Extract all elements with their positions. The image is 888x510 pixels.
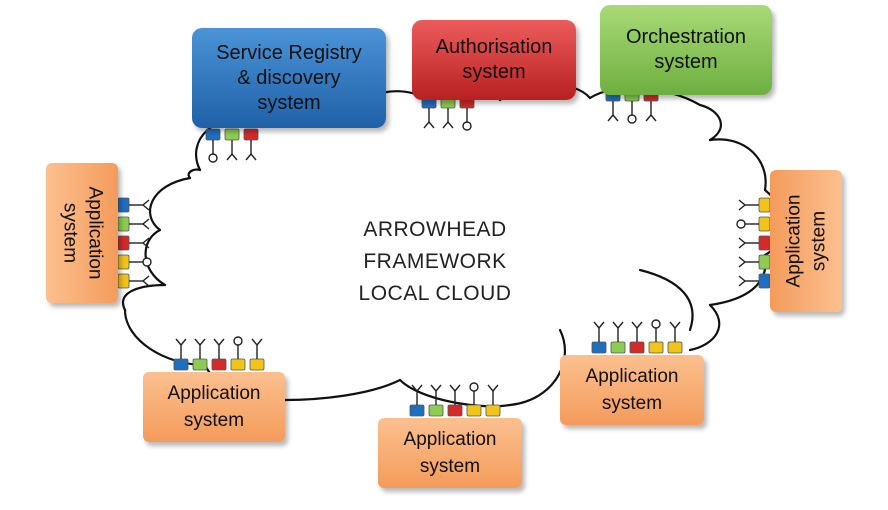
port-green (428, 404, 444, 417)
port-blue (591, 341, 607, 354)
port-green (224, 128, 240, 141)
port-yellow (117, 254, 130, 270)
port-red (211, 358, 227, 371)
authorisation-connectors (421, 96, 475, 131)
port-yellow (648, 341, 664, 354)
app-left-connectors (117, 197, 152, 289)
port-yellow (466, 404, 482, 417)
port-blue (117, 197, 130, 213)
consume-symbol-icon (213, 338, 225, 347)
consume-symbol-icon (487, 384, 499, 393)
provide-symbol-icon (469, 382, 479, 392)
authorisation-box[interactable]: Authorisation system (412, 20, 576, 100)
consume-symbol-icon (141, 199, 150, 211)
port-red (447, 404, 463, 417)
application-system-right[interactable]: Application system (770, 170, 842, 312)
port-yellow (117, 273, 130, 289)
app-bottom-center-connectors (409, 382, 501, 417)
port-green (117, 216, 130, 232)
consume-symbol-icon (141, 275, 150, 287)
cloud-title-line-2: FRAMEWORK (363, 250, 507, 273)
application-system-bottom-right-label: Application system (585, 366, 679, 414)
application-system-bottom-left-label: Application system (167, 383, 261, 431)
consume-symbol-icon (411, 384, 423, 393)
consume-symbol-icon (141, 237, 150, 249)
port-blue (409, 404, 425, 417)
port-yellow (667, 341, 683, 354)
consume-symbol-icon (738, 256, 747, 268)
consume-symbol-icon (423, 120, 435, 129)
consume-symbol-icon (738, 275, 747, 287)
consume-symbol-icon (251, 338, 263, 347)
consume-symbol-icon (612, 321, 624, 330)
port-red (243, 128, 259, 141)
application-system-bottom-center[interactable]: Application system (378, 418, 522, 488)
service-registry-box[interactable]: Service Registry & discovery system (192, 28, 386, 128)
consume-symbol-icon (194, 338, 206, 347)
authorisation-label: Authorisation system (435, 36, 553, 83)
port-green (192, 358, 208, 371)
port-red (117, 235, 130, 251)
application-system-bottom-right[interactable]: Application system (560, 355, 704, 425)
application-system-bottom-center-label: Application system (403, 429, 497, 477)
consume-symbol-icon (226, 152, 238, 161)
port-blue (173, 358, 189, 371)
port-yellow (249, 358, 265, 371)
port-yellow (485, 404, 501, 417)
app-right-connectors (736, 197, 771, 289)
provide-symbol-icon (233, 336, 243, 346)
cloud-title-line-1: ARROWHEAD (363, 218, 507, 241)
provide-symbol-icon (736, 219, 746, 229)
consume-symbol-icon (245, 152, 257, 161)
consume-symbol-icon (175, 338, 187, 347)
port-yellow (758, 216, 771, 232)
application-system-bottom-left[interactable]: Application system (143, 372, 285, 442)
orchestration-label: Orchestration system (625, 26, 747, 73)
consume-symbol-icon (593, 321, 605, 330)
consume-symbol-icon (645, 113, 657, 122)
provide-symbol-icon (651, 319, 661, 329)
port-blue (205, 128, 221, 141)
provide-symbol-icon (142, 257, 152, 267)
consume-symbol-icon (738, 199, 747, 211)
app-bottom-left-connectors (173, 336, 265, 371)
cloud-title-line-3: LOCAL CLOUD (358, 282, 512, 305)
consume-symbol-icon (607, 113, 619, 122)
application-system-right-label: Application system (783, 194, 830, 288)
consume-symbol-icon (631, 321, 643, 330)
orchestration-box[interactable]: Orchestration system (600, 5, 772, 95)
cloud-title: ARROWHEAD FRAMEWORK LOCAL CLOUD (315, 214, 555, 310)
consume-symbol-icon (430, 384, 442, 393)
provide-symbol-icon (627, 114, 637, 124)
consume-symbol-icon (669, 321, 681, 330)
port-green (610, 341, 626, 354)
consume-symbol-icon (141, 218, 150, 230)
application-system-left[interactable]: Application system (46, 163, 118, 303)
service-registry-label: Service Registry & discovery system (216, 41, 362, 114)
port-green (758, 254, 771, 270)
port-yellow (758, 197, 771, 213)
consume-symbol-icon (442, 120, 454, 129)
port-red (758, 235, 771, 251)
app-bottom-right-connectors (591, 319, 683, 354)
port-blue (758, 273, 771, 289)
provide-symbol-icon (462, 121, 472, 131)
port-yellow (230, 358, 246, 371)
application-system-left-label: Application system (59, 186, 106, 280)
consume-symbol-icon (738, 237, 747, 249)
provide-symbol-icon (208, 153, 218, 163)
consume-symbol-icon (449, 384, 461, 393)
registry-connectors (205, 128, 259, 163)
port-red (629, 341, 645, 354)
